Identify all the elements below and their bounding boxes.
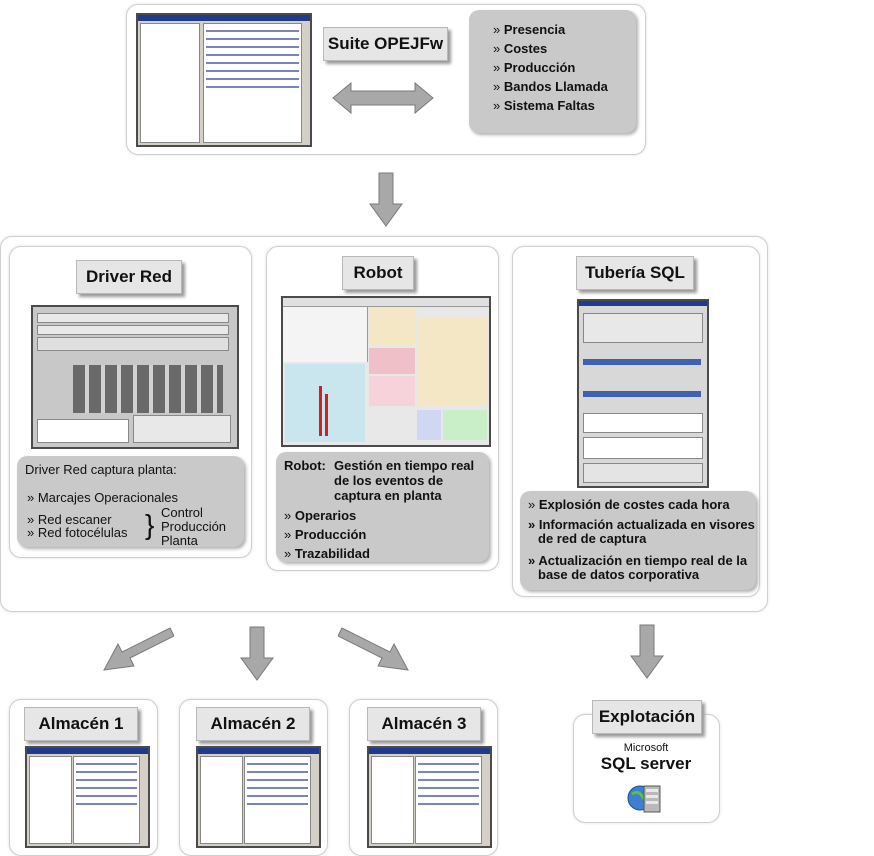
down-arrow-icon: [630, 624, 664, 679]
down-left-arrow-icon: [103, 627, 174, 671]
almacen-2-title: Almacén 2: [196, 707, 310, 741]
almacen-1-title: Almacén 1: [24, 707, 138, 741]
window-tree-pane: [140, 23, 201, 143]
brace-labels: Control Producción Planta: [161, 505, 227, 548]
robot-item: Producción: [284, 525, 370, 544]
driver-red-networks: » Red escaner » Red fotocélulas: [27, 512, 128, 540]
list-row: [206, 62, 299, 64]
suite-modules-box: Presencia Costes Producción Bandos Llama…: [469, 10, 636, 133]
almacen-1-screenshot: [25, 746, 150, 848]
tuberia-item: » Información actualizada en visores de …: [528, 517, 755, 546]
robot-screenshot: [281, 296, 491, 447]
almacen-3-screenshot: [367, 746, 492, 848]
down-right-arrow-icon: [338, 627, 409, 671]
suite-title: Suite OPEJFw: [323, 27, 448, 61]
robot-description: Gestión en tiempo real de los eventos de…: [334, 458, 475, 503]
almacen-3-title: Almacén 3: [367, 707, 481, 741]
brace-icon: }: [145, 509, 155, 540]
list-row: [206, 38, 299, 40]
tuberia-item: Explosión de costes cada hora: [528, 497, 730, 512]
robot-title: Robot: [342, 256, 414, 290]
module-item: Producción: [493, 58, 608, 77]
tuberia-item: » Actualización en tiempo real de la bas…: [528, 553, 748, 582]
list-row: [206, 46, 299, 48]
list-row: [206, 86, 299, 88]
list-row: [206, 70, 299, 72]
list-row: [206, 78, 299, 80]
sql-server-label: SQL server: [600, 754, 692, 773]
suite-screenshot: [136, 13, 312, 147]
driver-red-item: » Marcajes Operacionales: [27, 490, 179, 505]
module-item: Bandos Llamada: [493, 77, 608, 96]
almacen-2-screenshot: [196, 746, 321, 848]
explotacion-title: Explotación: [592, 700, 702, 734]
down-arrow-icon: [369, 172, 403, 227]
list-row: [206, 30, 299, 32]
driver-red-heading: Driver Red captura planta:: [25, 462, 177, 477]
driver-red-screenshot: [31, 305, 239, 449]
driver-red-title: Driver Red: [76, 260, 182, 294]
sql-server-icon: [627, 785, 661, 813]
driver-red-box: Driver Red captura planta: » Marcajes Op…: [17, 456, 244, 548]
module-item: Presencia: [493, 20, 608, 39]
microsoft-label: Microsoft: [623, 742, 669, 754]
robot-item: Trazabilidad: [284, 544, 370, 563]
list-row: [206, 54, 299, 56]
tuberia-box: Explosión de costes cada hora » Informac…: [520, 491, 756, 590]
window-titlebar: [138, 15, 310, 21]
robot-item: Operarios: [284, 506, 370, 525]
tuberia-screenshot: [577, 299, 709, 488]
down-arrow-icon: [240, 626, 274, 681]
double-arrow-icon: [332, 81, 434, 115]
tuberia-title: Tubería SQL: [576, 256, 694, 290]
module-item: Costes: [493, 39, 608, 58]
module-item: Sistema Faltas: [493, 96, 608, 115]
robot-label: Robot:: [284, 458, 326, 473]
window-list-pane: [203, 23, 302, 143]
robot-box: Robot: Gestión en tiempo real de los eve…: [276, 452, 489, 562]
